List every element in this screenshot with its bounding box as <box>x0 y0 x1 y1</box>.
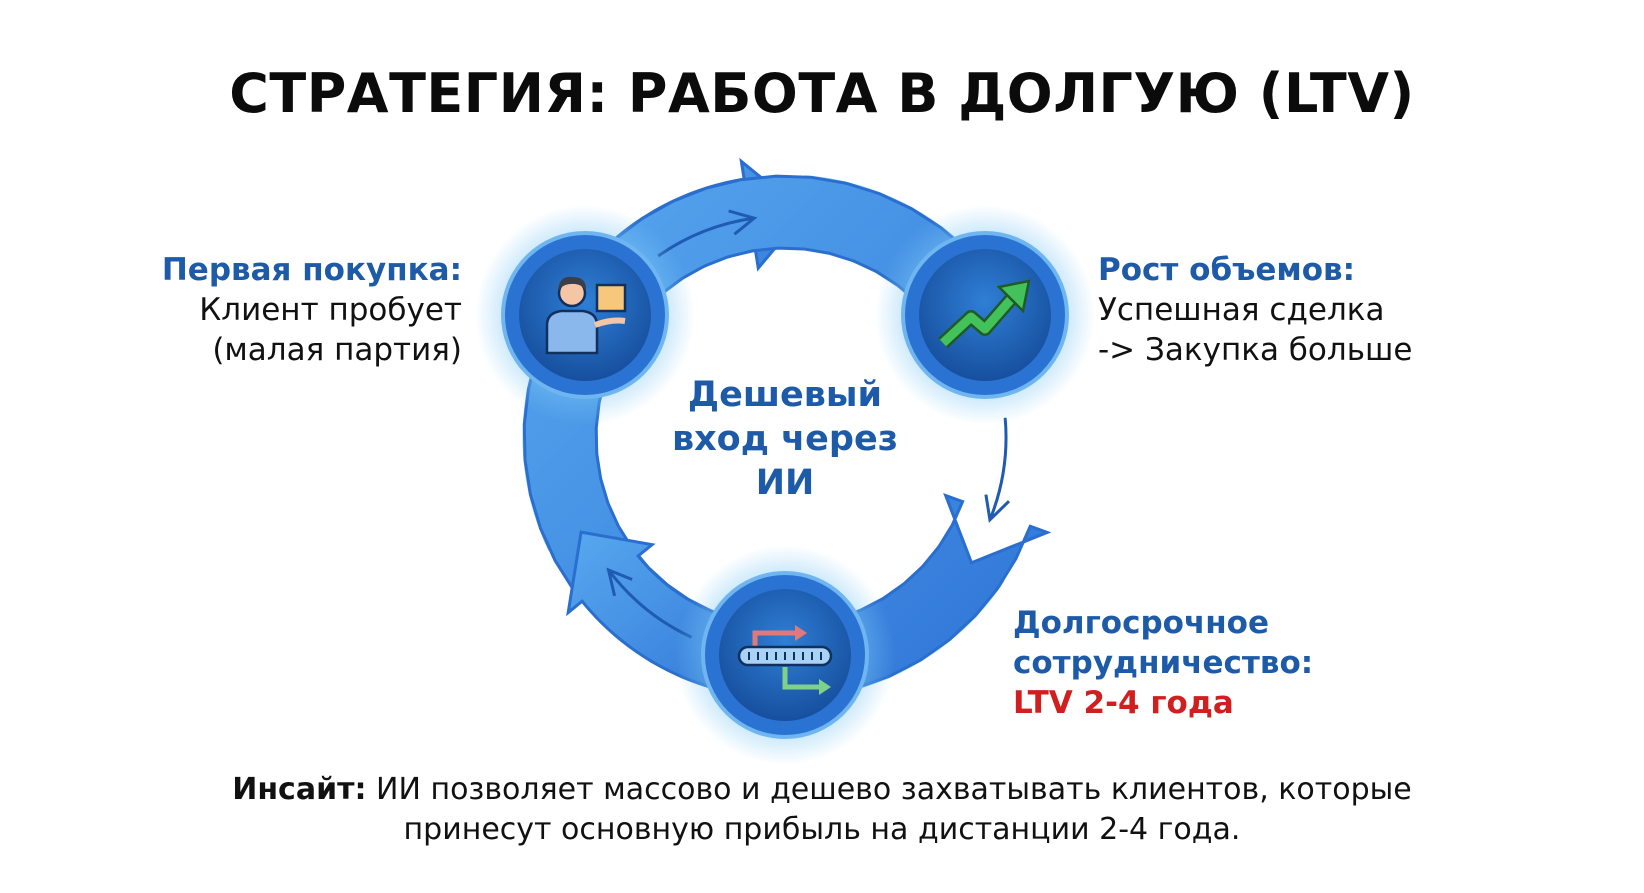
insight: Инсайт: ИИ позволяет массово и дешево за… <box>0 770 1644 850</box>
step-heading: Долгосрочное <box>1013 605 1269 641</box>
inner-arrow-line <box>988 417 1008 521</box>
growth-arrow-icon <box>938 279 1031 349</box>
insight-text: ИИ позволяет массово и дешево захватыват… <box>366 772 1412 807</box>
step-line: Успешная сделка <box>1098 292 1385 328</box>
step-line: Клиент пробует <box>199 292 462 328</box>
step-volume-growth: Рост объемов: Успешная сделка -> Закупка… <box>1098 250 1412 370</box>
step-heading: Рост объемов: <box>1098 252 1356 288</box>
insight-text-2: принесут основную прибыль на дистанции 2… <box>403 812 1241 847</box>
inner-arrow-head <box>606 567 633 597</box>
step-first-purchase: Первая покупка: Клиент пробует (малая па… <box>162 250 462 370</box>
center-line: ИИ <box>755 463 815 503</box>
insight-label: Инсайт: <box>232 772 367 807</box>
inner-arrow-head <box>984 494 1011 523</box>
step-node <box>475 205 695 425</box>
inner-arrow-head <box>728 209 758 236</box>
customer-with-box-icon <box>545 276 627 355</box>
step-heading-2: сотрудничество: <box>1013 645 1314 681</box>
page-title: СТРАТЕГИЯ: РАБОТА В ДОЛГУЮ (LTV) <box>229 62 1415 125</box>
step-node <box>875 205 1095 425</box>
center-text: Дешевый вход через ИИ <box>635 373 935 505</box>
step-line: (малая партия) <box>212 332 462 368</box>
center-line: Дешевый <box>687 375 883 415</box>
step-line: -> Закупка больше <box>1098 332 1413 368</box>
step-long-term: Долгосрочное сотрудничество: LTV 2-4 год… <box>1013 603 1313 723</box>
conveyor-exchange-icon <box>737 625 833 695</box>
step-node <box>675 545 895 765</box>
center-line: вход через <box>671 419 899 459</box>
ltv-highlight: LTV 2-4 года <box>1013 685 1234 721</box>
step-heading: Первая покупка: <box>161 252 462 288</box>
